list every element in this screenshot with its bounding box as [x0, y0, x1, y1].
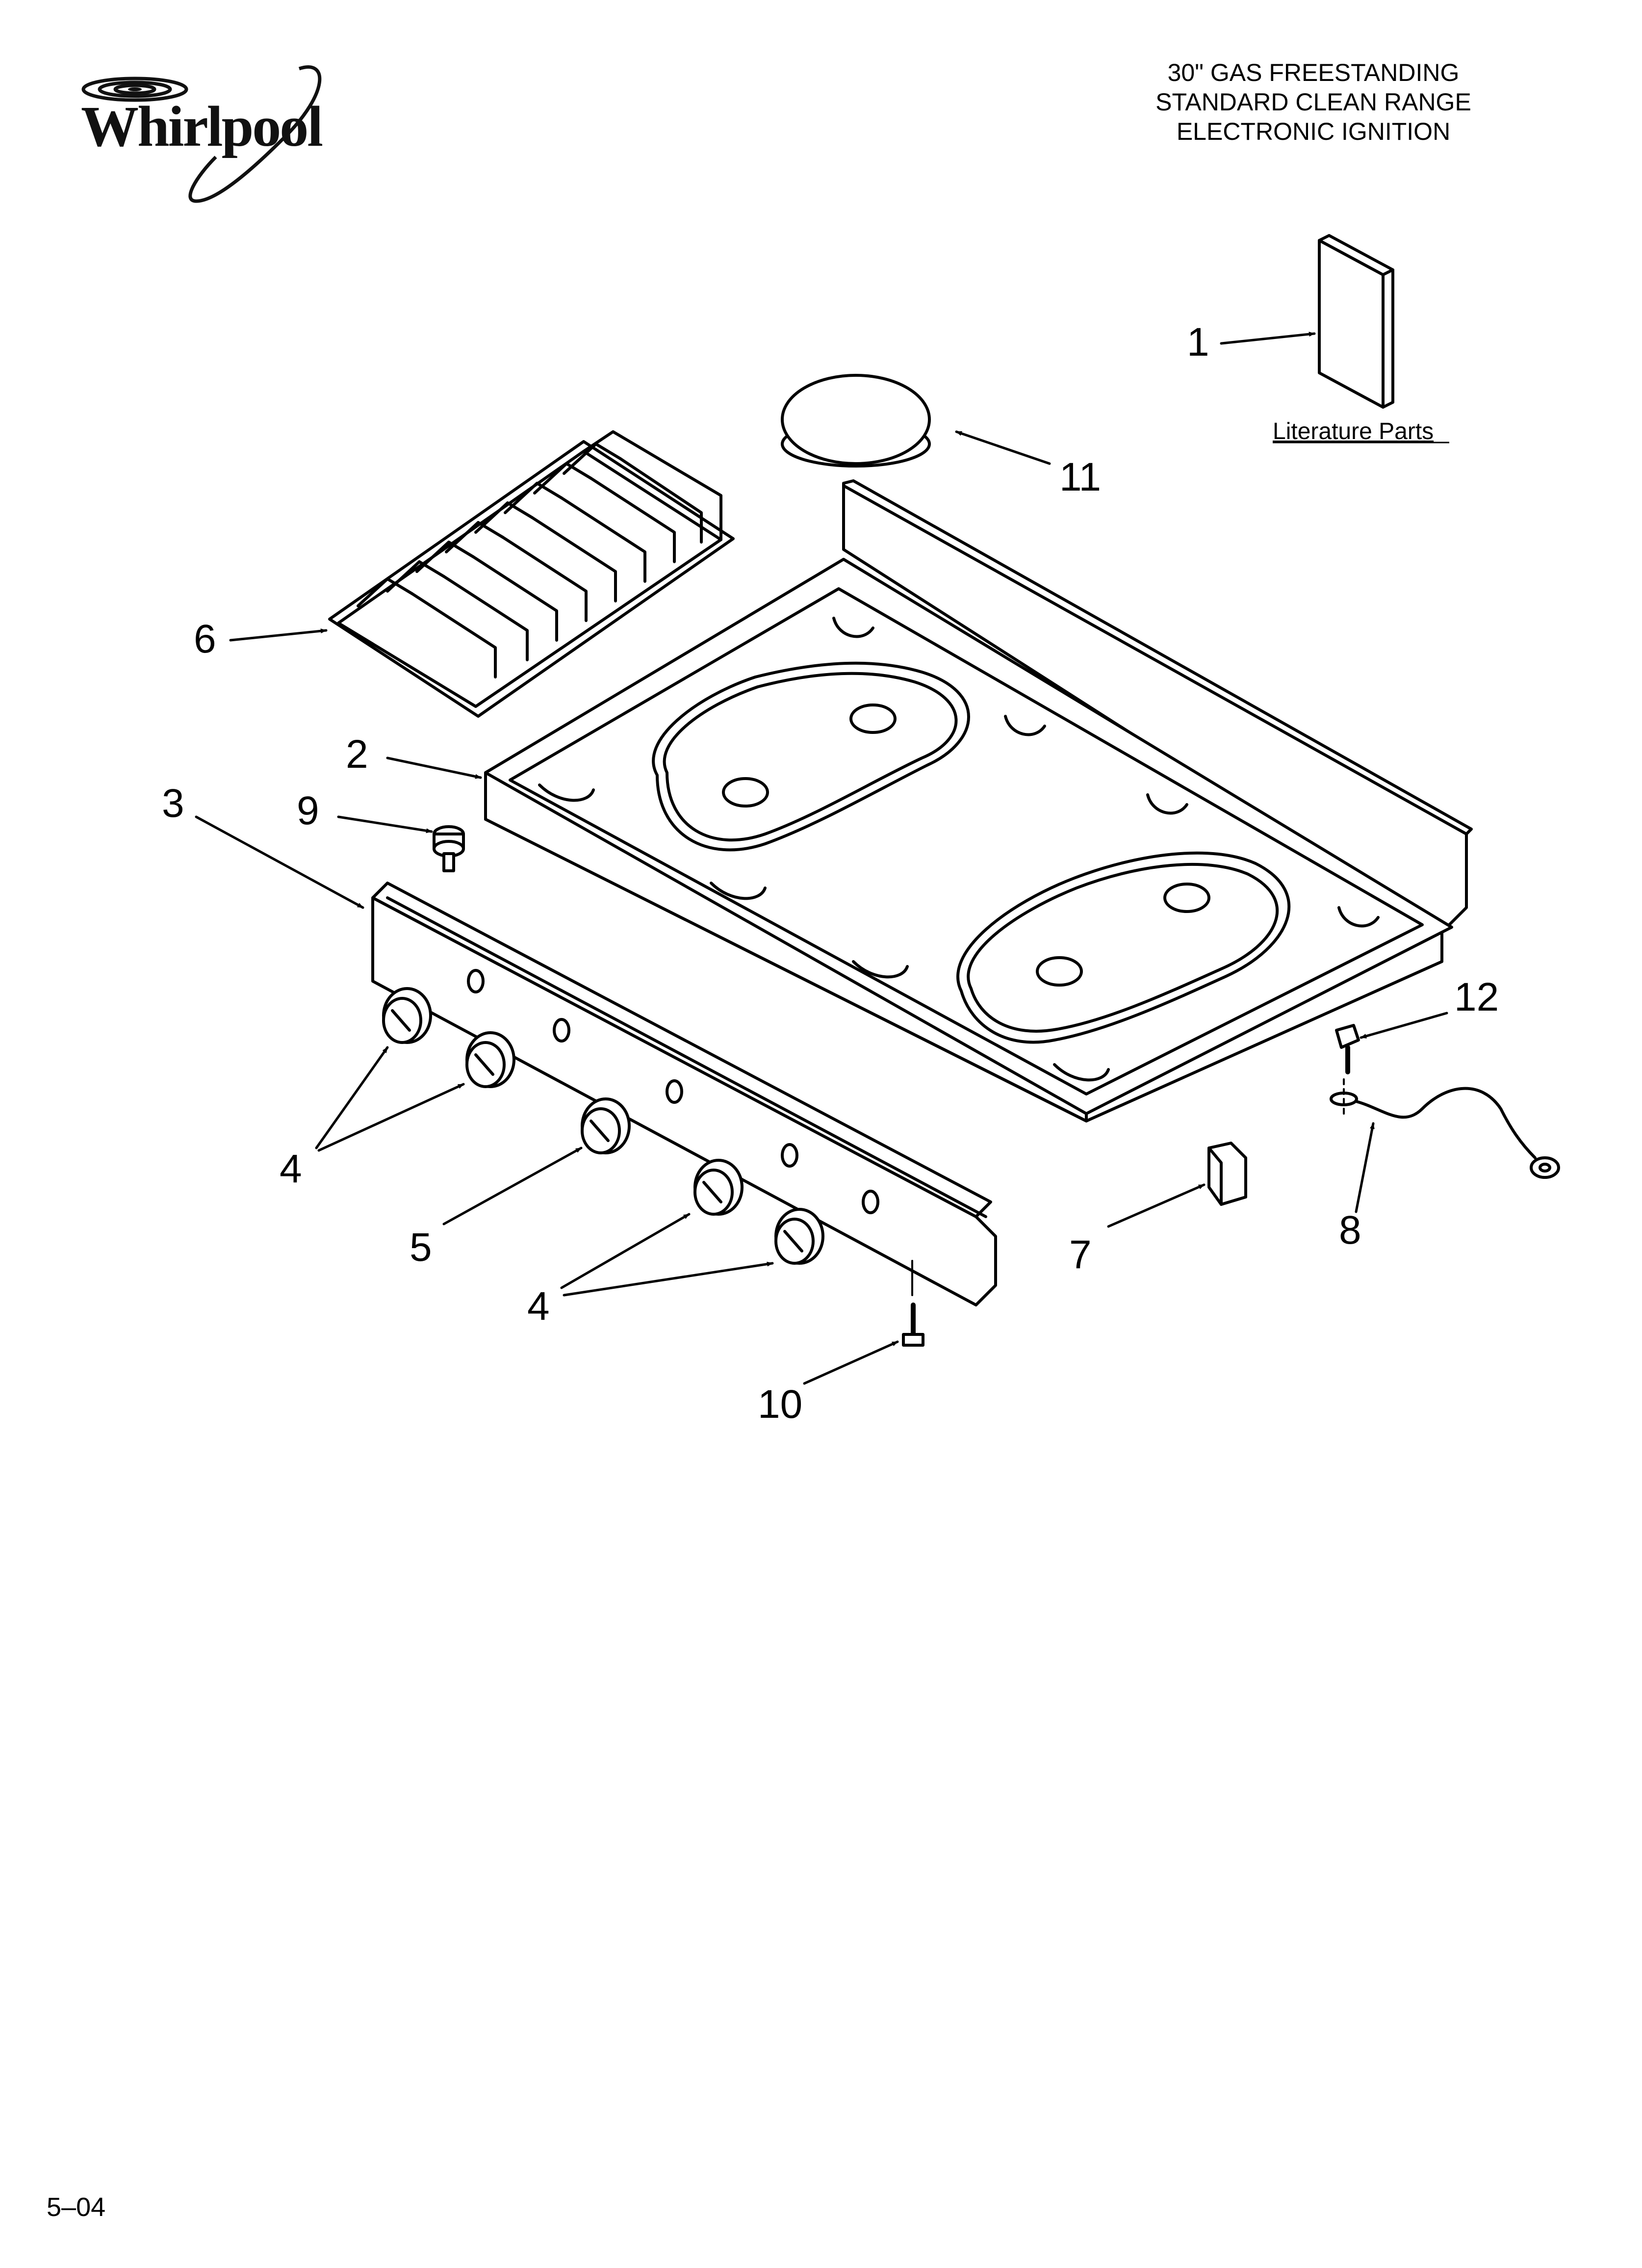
callout-5: 5: [410, 1225, 432, 1270]
title-line-2: STANDARD CLEAN RANGE: [1155, 88, 1471, 116]
callout-7: 7: [1069, 1232, 1092, 1277]
callout-4a: 4: [280, 1147, 302, 1191]
title-line-3: ELECTRONIC IGNITION: [1176, 118, 1451, 145]
burner-cap: [781, 374, 931, 468]
callout-9: 9: [297, 788, 319, 833]
manifold-panel: [371, 882, 997, 1306]
diagram-title: 30" GAS FREESTANDING STANDARD CLEAN RANG…: [1044, 58, 1583, 146]
grate: [328, 430, 735, 718]
brand-wordmark: Whirlpool: [81, 94, 323, 158]
whirlpool-swirl-icon: [81, 65, 322, 203]
date-code: 5–04: [47, 2192, 106, 2222]
anti-tip-clip: [1207, 1142, 1247, 1206]
callout-8: 8: [1339, 1208, 1361, 1252]
knob-1: [382, 987, 432, 1044]
callout-1: 1: [1187, 320, 1209, 365]
knob-4: [693, 1159, 744, 1216]
callout-3: 3: [162, 781, 184, 826]
callout-6: 6: [194, 617, 216, 661]
knob-3: [581, 1097, 631, 1154]
whirlpool-logo: Whirlpool: [54, 54, 348, 216]
literature-booklet: [1318, 234, 1394, 409]
ground-wire: [1330, 1078, 1560, 1179]
callout-10: 10: [758, 1382, 802, 1427]
cooktop: [484, 479, 1473, 1122]
ground-screw: [1335, 1024, 1360, 1074]
literature-parts-label: Literature Parts: [1273, 418, 1434, 444]
callout-2: 2: [346, 732, 368, 777]
callout-12: 12: [1454, 975, 1499, 1019]
locating-pin: [433, 825, 465, 872]
knob-2: [465, 1031, 515, 1088]
panel-screw: [902, 1260, 924, 1347]
title-line-1: 30" GAS FREESTANDING: [1167, 59, 1460, 86]
callout-4b: 4: [527, 1284, 550, 1329]
knob-5: [774, 1208, 824, 1265]
callout-11: 11: [1059, 455, 1101, 499]
